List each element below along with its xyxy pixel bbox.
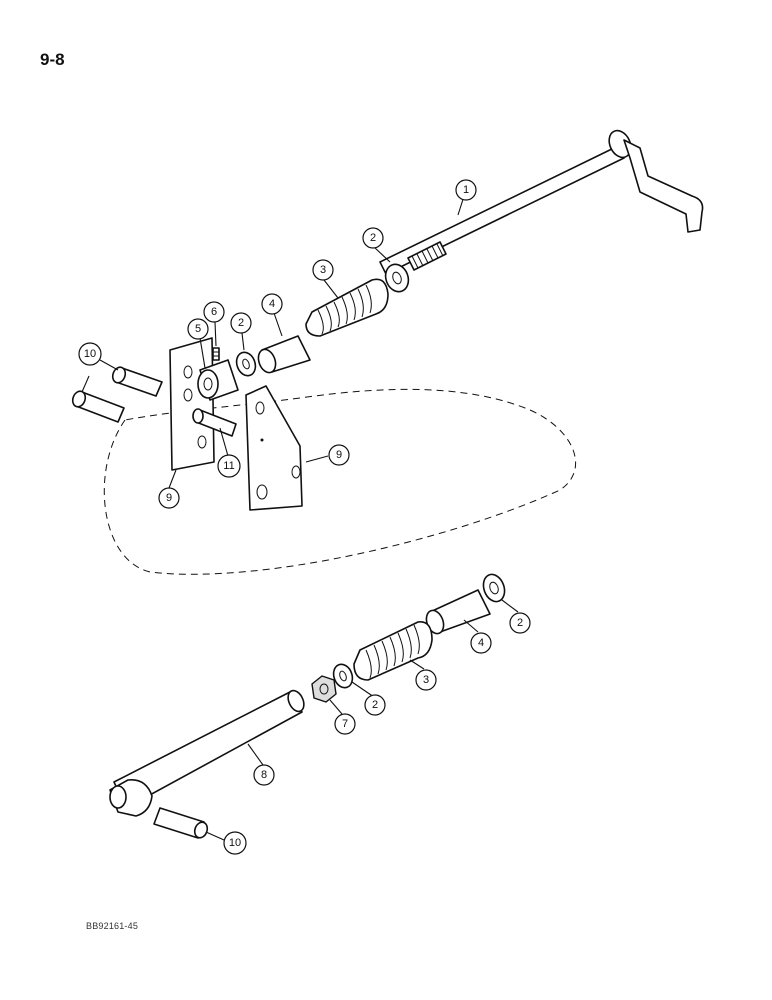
hub-part-5 (197, 359, 239, 401)
callout-3: 3 (415, 669, 437, 691)
washer-upper-left (235, 351, 257, 377)
callout-2: 2 (509, 612, 531, 634)
setscrew-part-6 (212, 347, 220, 361)
svg-text:10: 10 (229, 837, 241, 849)
pin-10-lower (153, 807, 209, 839)
svg-text:9: 9 (166, 492, 172, 504)
callout-2: 2 (364, 694, 386, 716)
svg-text:3: 3 (320, 264, 326, 276)
sleeve-upper (257, 335, 311, 374)
page-number: 9-8 (40, 50, 65, 69)
svg-text:9: 9 (336, 449, 342, 461)
arm-part-8 (109, 689, 305, 817)
leader-lines (81, 192, 519, 841)
callout-7: 7 (334, 713, 356, 735)
callout-5: 5 (187, 318, 209, 340)
callout-6: 6 (203, 301, 225, 323)
svg-text:2: 2 (372, 699, 378, 711)
sleeve-lower (425, 589, 491, 635)
svg-text:6: 6 (211, 306, 217, 318)
callout-9: 9 (328, 444, 350, 466)
spring-upper (305, 278, 389, 337)
callout-8: 8 (253, 764, 275, 786)
figure-code: BB92161-45 (86, 921, 139, 931)
svg-text:8: 8 (261, 769, 267, 781)
svg-text:2: 2 (238, 317, 244, 329)
bracket-plate-left (169, 337, 215, 471)
pin-part-11 (192, 408, 237, 437)
callout-4: 4 (261, 293, 283, 315)
callout-1: 1 (455, 179, 477, 201)
washer-upper-right (384, 263, 410, 293)
svg-text:3: 3 (423, 674, 429, 686)
rod-thread (407, 241, 447, 271)
callout-4: 4 (470, 632, 492, 654)
svg-text:2: 2 (370, 232, 376, 244)
callout-2: 2 (230, 312, 252, 334)
svg-text:1: 1 (463, 184, 469, 196)
washer-lower-right (482, 573, 506, 603)
svg-text:2: 2 (517, 617, 523, 629)
callout-9: 9 (158, 487, 180, 509)
svg-text:11: 11 (223, 460, 234, 472)
callout-3: 3 (312, 259, 334, 281)
assembly-dashed-loop (103, 388, 577, 575)
pin-10-upper-a (111, 366, 163, 397)
svg-text:4: 4 (269, 298, 275, 310)
spring-lower (353, 621, 433, 681)
svg-text:4: 4 (478, 637, 484, 649)
callout-10: 10 (223, 831, 247, 855)
svg-text:10: 10 (84, 348, 96, 360)
rod-part-1 (379, 129, 704, 275)
svg-text:5: 5 (195, 323, 201, 335)
bracket-plate-right (245, 385, 303, 511)
callout-11: 11 (217, 454, 241, 478)
washer-lower-left (332, 663, 354, 689)
pin-10-upper-b (71, 390, 125, 423)
nut-part-7 (311, 675, 337, 703)
callout-10: 10 (78, 342, 102, 366)
svg-text:7: 7 (342, 718, 348, 730)
callout-2: 2 (362, 227, 384, 249)
